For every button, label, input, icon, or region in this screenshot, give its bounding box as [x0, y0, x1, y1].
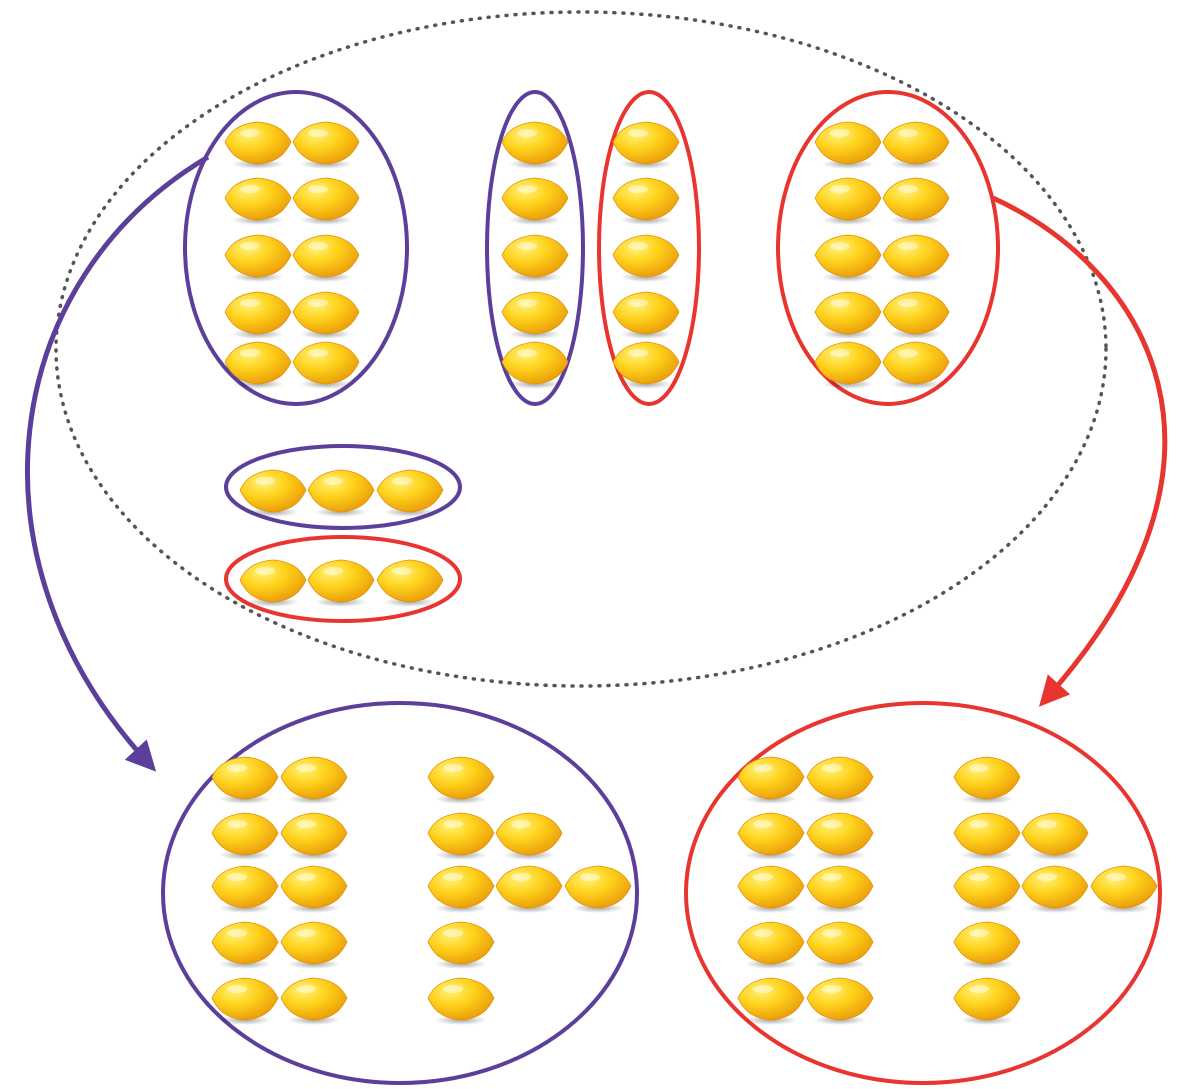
lemon-icon — [737, 756, 805, 805]
lemon-icon — [211, 756, 279, 805]
lemon-icon — [882, 234, 950, 283]
lemon-icon — [376, 559, 444, 608]
lemon-icon — [737, 921, 805, 970]
group-b-top-column — [597, 90, 701, 406]
lemon-icon — [501, 341, 569, 390]
lemon-icon — [612, 234, 680, 283]
lemon-icon — [806, 756, 874, 805]
arrow-to-result-a — [25, 154, 210, 772]
group-b-top-right — [776, 90, 1000, 406]
lemon-icon — [612, 121, 680, 170]
lemon-icon — [292, 177, 360, 226]
arrow-to-result-b — [991, 195, 1168, 707]
lemon-icon — [612, 291, 680, 340]
lemon-icon — [224, 291, 292, 340]
lemon-icon — [882, 291, 950, 340]
lemon-icon — [814, 234, 882, 283]
lemon-icon — [307, 559, 375, 608]
group-a-top-left — [183, 90, 409, 406]
lemon-icon — [427, 756, 495, 805]
lemon-icon — [806, 977, 874, 1026]
lemon-icon — [239, 559, 307, 608]
lemon-icon — [1021, 865, 1089, 914]
lemon-icon — [501, 234, 569, 283]
lemon-icon — [224, 121, 292, 170]
lemon-icon — [495, 865, 563, 914]
lemon-icon — [806, 865, 874, 914]
lemon-icon — [427, 921, 495, 970]
lemon-icon — [280, 756, 348, 805]
lemon-icon — [953, 812, 1021, 861]
lemon-icon — [612, 341, 680, 390]
lemon-icon — [737, 865, 805, 914]
lemon-icon — [239, 469, 307, 518]
lemon-icon — [427, 865, 495, 914]
lemon-icon — [501, 291, 569, 340]
lemon-icon — [806, 921, 874, 970]
lemon-icon — [292, 291, 360, 340]
lemon-icon — [427, 977, 495, 1026]
lemon-icon — [224, 177, 292, 226]
lemon-icon — [495, 812, 563, 861]
group-a-middle-row — [224, 444, 462, 530]
lemon-icon — [427, 812, 495, 861]
lemon-icon — [292, 234, 360, 283]
lemon-icon — [612, 177, 680, 226]
lemon-icon — [280, 921, 348, 970]
lemon-icon — [280, 812, 348, 861]
lemon-icon — [280, 865, 348, 914]
lemon-icon — [280, 977, 348, 1026]
lemon-icon — [953, 977, 1021, 1026]
group-a-top-column — [485, 90, 585, 406]
lemon-icon — [292, 121, 360, 170]
lemon-icon — [211, 977, 279, 1026]
lemon-icon — [501, 177, 569, 226]
result-a — [161, 701, 639, 1085]
lemon-icon — [307, 469, 375, 518]
lemon-icon — [806, 812, 874, 861]
lemon-icon — [814, 177, 882, 226]
lemon-icon — [953, 756, 1021, 805]
lemon-icon — [814, 341, 882, 390]
lemon-icon — [376, 469, 444, 518]
result-b — [684, 701, 1162, 1085]
lemon-icon — [953, 921, 1021, 970]
lemon-icon — [224, 234, 292, 283]
lemon-icon — [882, 341, 950, 390]
lemon-icon — [224, 341, 292, 390]
lemon-icon — [1021, 812, 1089, 861]
lemon-icon — [211, 865, 279, 914]
lemon-icon — [501, 121, 569, 170]
lemon-icon — [564, 865, 632, 914]
lemon-icon — [737, 977, 805, 1026]
group-b-middle-row — [224, 535, 462, 623]
lemon-icon — [882, 121, 950, 170]
lemon-icon — [1090, 865, 1158, 914]
lemon-icon — [953, 865, 1021, 914]
lemon-icon — [814, 291, 882, 340]
lemon-icon — [211, 921, 279, 970]
lemon-icon — [814, 121, 882, 170]
lemon-icon — [882, 177, 950, 226]
lemon-icon — [737, 812, 805, 861]
source-boundary — [54, 10, 1108, 688]
lemon-icon — [211, 812, 279, 861]
lemon-icon — [292, 341, 360, 390]
